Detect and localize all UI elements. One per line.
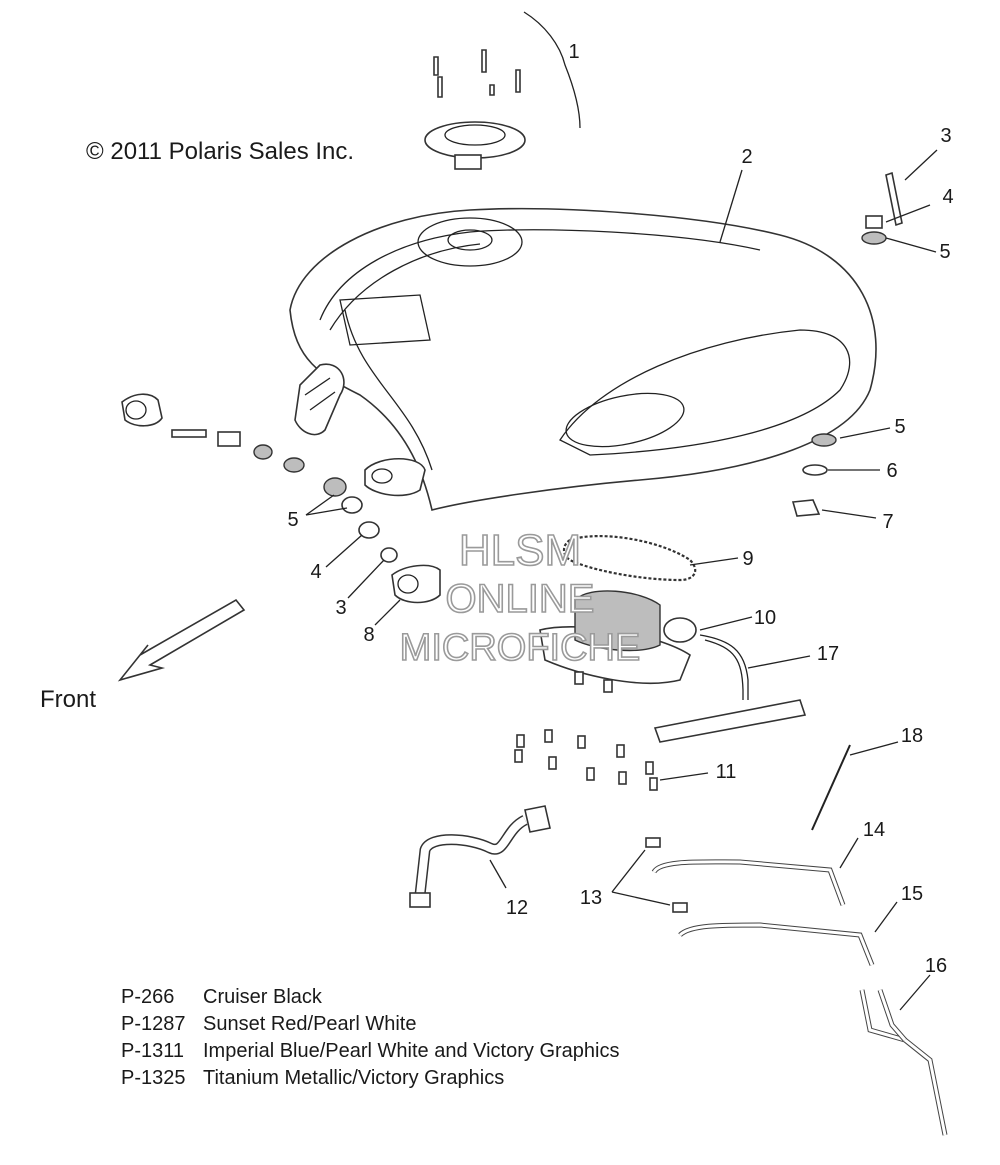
legend-desc: Titanium Metallic/Victory Graphics — [203, 1067, 505, 1089]
front-label: Front — [40, 686, 97, 713]
fuel-pump-assembly — [539, 590, 807, 743]
pump-gasket — [562, 534, 697, 582]
callout-10: 10 — [754, 607, 776, 629]
fuel-hose — [409, 805, 551, 908]
callout-5: 5 — [939, 241, 950, 263]
callout-8: 8 — [363, 624, 374, 646]
legend-desc: Imperial Blue/Pearl White and Victory Gr… — [203, 1040, 620, 1062]
copyright-notice: © 2011 Polaris Sales Inc. — [86, 138, 355, 165]
watermark-line-1: HLSM — [459, 526, 581, 575]
legend-code: P-1311 — [121, 1040, 185, 1062]
callout-18: 18 — [901, 725, 923, 747]
callout-9: 9 — [742, 548, 753, 570]
watermark-line-2: ONLINE — [446, 577, 595, 621]
legend-row: P-1311 Imperial Blue/Pearl White and Vict… — [121, 1038, 619, 1065]
paint-code-legend: P-266 Cruiser Black P-1287 Sunset Red/Pear… — [121, 984, 619, 1092]
front-arrow-icon — [117, 598, 246, 682]
legend-row: P-1287 Sunset Red/Pearl White — [121, 1011, 619, 1038]
callout-2: 2 — [741, 146, 752, 168]
callout-3: 3 — [940, 125, 951, 147]
callout-12: 12 — [506, 897, 528, 919]
legend-code: P-1325 — [121, 1067, 186, 1089]
callout-1: 1 — [568, 41, 579, 63]
legend-desc: Cruiser Black — [203, 986, 322, 1008]
callout-16: 16 — [925, 955, 947, 977]
legend-desc: Sunset Red/Pearl White — [203, 1013, 417, 1035]
fuel-cap-ring — [424, 49, 526, 170]
legend-code: P-266 — [121, 986, 175, 1008]
callout-4: 4 — [942, 186, 953, 208]
leader-lines — [305, 11, 938, 1011]
legend-row: P-1325 Titanium Metallic/Victory Graphics — [121, 1065, 619, 1092]
left-mount-hardware — [121, 393, 441, 604]
callout-5: 5 — [287, 509, 298, 531]
fuel-tank — [289, 207, 877, 511]
watermark-line-3: MICROFICHE — [400, 627, 641, 669]
callout-15: 15 — [901, 883, 923, 905]
callout-17: 17 — [817, 643, 839, 665]
callout-13: 13 — [580, 887, 602, 909]
callout-11: 11 — [716, 761, 737, 783]
callout-4: 4 — [310, 561, 321, 583]
watermark: HLSM ONLINE MICROFICHE — [399, 525, 641, 670]
callout-6: 6 — [886, 460, 897, 482]
right-hardware — [791, 171, 903, 517]
callout-5: 5 — [894, 416, 905, 438]
legend-row: P-266 Cruiser Black — [121, 984, 619, 1011]
callout-7: 7 — [882, 511, 893, 533]
legend-code: P-1287 — [121, 1013, 186, 1035]
callout-3: 3 — [335, 597, 346, 619]
vent-lines — [645, 744, 948, 1136]
pump-bolts — [514, 729, 658, 791]
callout-14: 14 — [863, 819, 885, 841]
